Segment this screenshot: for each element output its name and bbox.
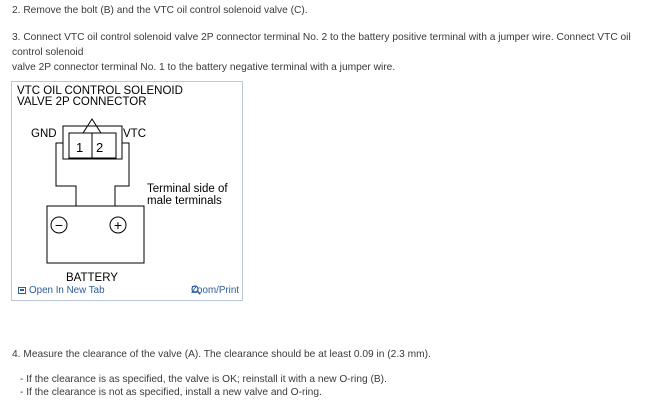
terminal-2-number: 2 bbox=[96, 140, 103, 155]
terminal-note-line-1: Terminal side of bbox=[147, 183, 228, 195]
step-3-line-2: valve 2P connector terminal No. 1 to the… bbox=[12, 62, 396, 73]
negative-jumper-wire bbox=[55, 142, 77, 206]
battery-negative-terminal bbox=[50, 216, 68, 234]
zoom-print-link[interactable]: Zoom/Print bbox=[191, 285, 239, 296]
diagram-title-line-1: VTC OIL CONTROL SOLENOID bbox=[17, 85, 183, 97]
terminal-note-line-2: male terminals bbox=[147, 195, 222, 207]
step-3-line-1: 3. Connect VTC oil control solenoid valv… bbox=[12, 32, 631, 58]
wiring-diagram-figure: VTC OIL CONTROL SOLENOID VALVE 2P CONNEC… bbox=[11, 81, 243, 301]
step-3-text: 3. Connect VTC oil control solenoid valv… bbox=[12, 30, 646, 75]
zoom-print-label: Zoom/Print bbox=[191, 285, 239, 296]
figure-footer: Open In New Tab Zoom/Print bbox=[12, 283, 242, 300]
new-tab-icon bbox=[18, 287, 26, 294]
battery-positive-terminal bbox=[109, 216, 127, 234]
wiring-diagram: VTC OIL CONTROL SOLENOID VALVE 2P CONNEC… bbox=[17, 85, 228, 284]
battery-body bbox=[46, 205, 145, 264]
diagram-title-line-2: VALVE 2P CONNECTOR bbox=[17, 96, 147, 108]
open-in-new-tab-link[interactable]: Open In New Tab bbox=[18, 285, 105, 296]
positive-jumper-wire bbox=[114, 142, 130, 206]
open-in-new-tab-label: Open In New Tab bbox=[29, 285, 105, 296]
plus-symbol: + bbox=[114, 217, 122, 233]
step-2-text: 2. Remove the bolt (B) and the VTC oil c… bbox=[12, 5, 308, 16]
minus-symbol: − bbox=[55, 217, 63, 233]
gnd-label: GND bbox=[31, 128, 57, 140]
connector-latch bbox=[82, 118, 102, 134]
magnifier-icon bbox=[191, 285, 201, 295]
vtc-label: VTC bbox=[123, 128, 146, 140]
step-4-text: 4. Measure the clearance of the valve (A… bbox=[12, 349, 431, 360]
terminal-1-number: 1 bbox=[76, 140, 83, 155]
battery-label: BATTERY bbox=[66, 272, 118, 284]
jumper-wires bbox=[55, 142, 130, 206]
connector-2p bbox=[62, 118, 123, 160]
clearance-not-ok-bullet: - If the clearance is not as specified, … bbox=[20, 387, 322, 398]
clearance-ok-bullet: - If the clearance is as specified, the … bbox=[20, 374, 387, 385]
